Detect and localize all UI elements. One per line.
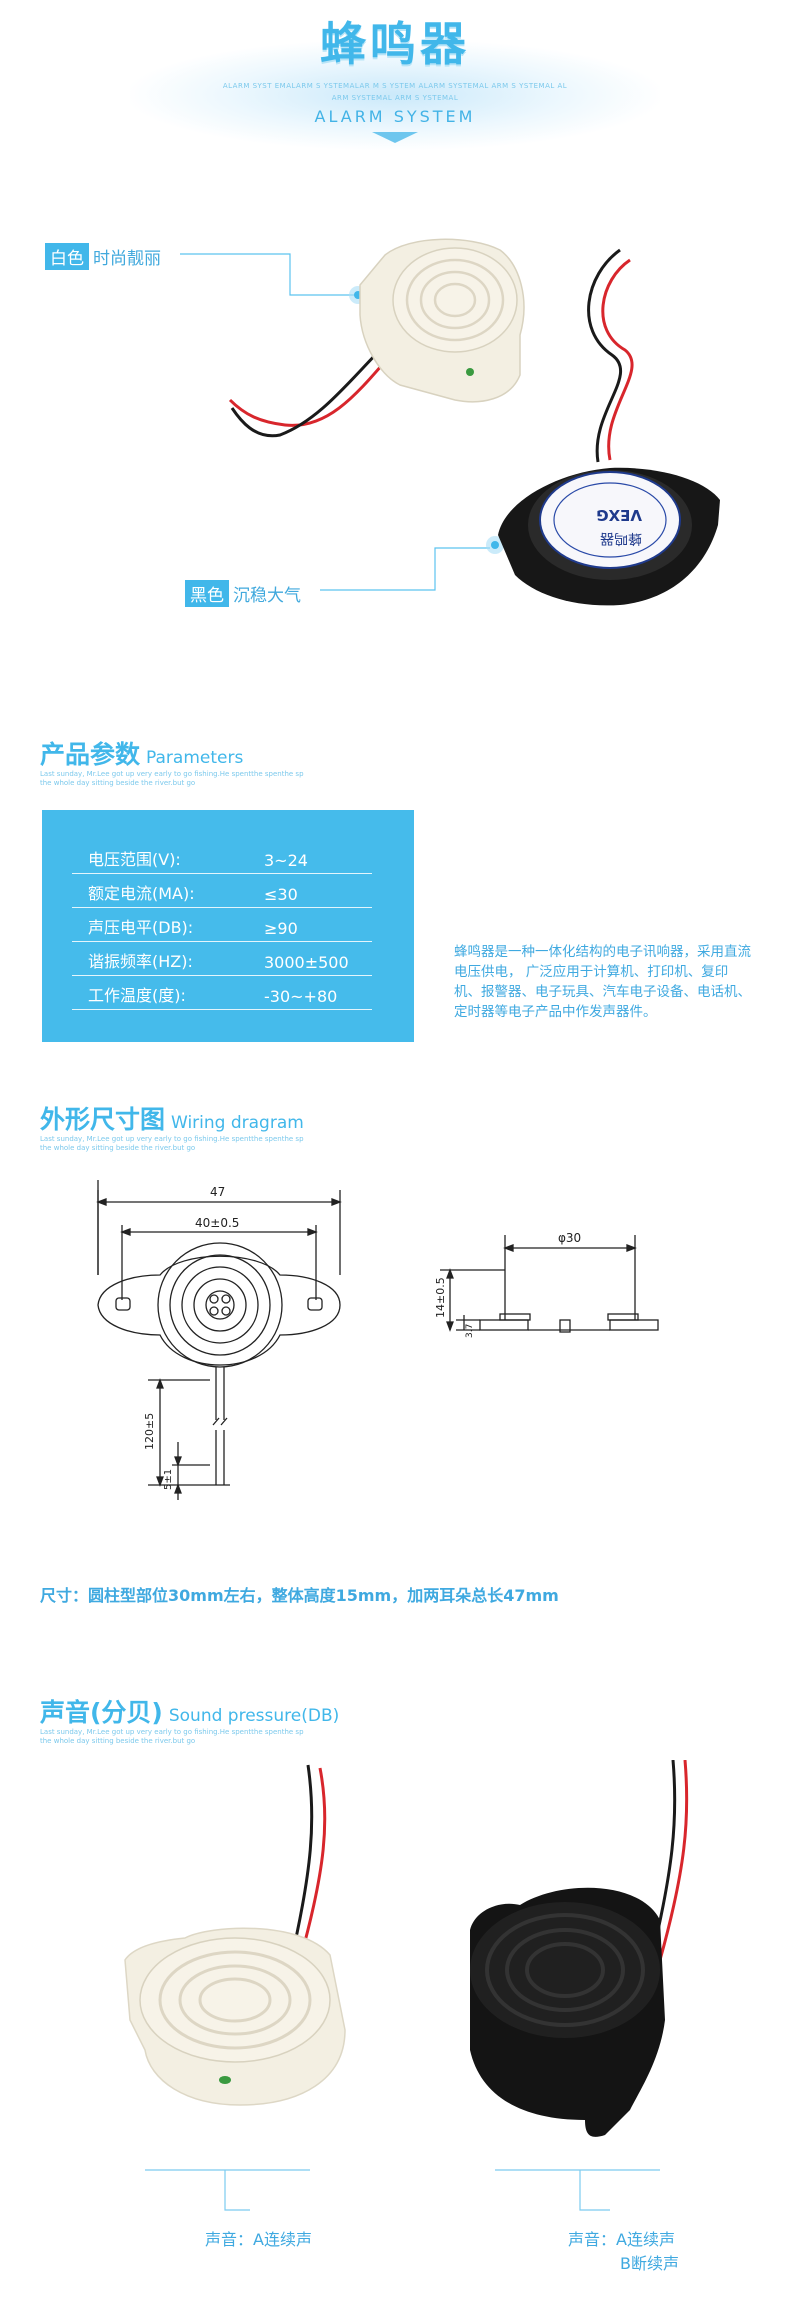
- page-title: 蜂鸣器: [320, 17, 470, 71]
- sound-small-line-1: Last sunday, Mr.Lee got up very early to…: [40, 1728, 304, 1736]
- tag-black-pill: 黑色: [185, 580, 229, 607]
- buzzer-cn: 蜂鸣器: [600, 530, 642, 547]
- sound-photos: [124, 1760, 689, 2211]
- sound-title-cn: 声音(分贝): [40, 1698, 163, 1727]
- sound-small-line-2: the whole day sitting beside the river.b…: [40, 1737, 196, 1745]
- product-photo-pair: VEXG 蜂鸣器: [180, 238, 720, 606]
- sound-small-text: Last sunday, Mr.Lee got up very early to…: [40, 1728, 320, 1746]
- sound-title-en: Sound pressure(DB): [168, 1706, 340, 1726]
- dimension-drawing: 47 40±0.5 120±5 5±1 φ30 14±0.5 3.7: [96, 1180, 659, 1500]
- dim-lead-length: 120±5: [143, 1413, 156, 1450]
- sound-label-white: 声音：A连续声: [205, 2230, 312, 2249]
- header-glow: [130, 40, 660, 150]
- header-tiny-text: ALARM SYST EMALARM S YSTEMALAR M S YSTEM…: [222, 82, 568, 90]
- sound-heading: 声音(分贝)Sound pressure(DB): [40, 1693, 339, 1729]
- dim-diameter: φ30: [558, 1231, 581, 1245]
- dim-hole-span: 40±0.5: [195, 1216, 239, 1230]
- param-value: -30~+80: [264, 987, 338, 1006]
- param-value: 3000±500: [264, 953, 349, 972]
- chevron-down-icon: [372, 132, 418, 143]
- dim-total-width: 47: [210, 1185, 225, 1199]
- param-key: 电压范围(V):: [88, 850, 181, 869]
- params-table: 电压范围(V): 3~24 额定电流(MA): ≤30 声压电平(DB): ≥9…: [42, 810, 414, 1042]
- size-note: 尺寸：圆柱型部位30mm左右，整体高度15mm，加两耳朵总长47mm: [40, 1586, 559, 1605]
- header-subtitle: ALARM SYSTEM: [314, 107, 476, 126]
- param-key: 谐振频率(HZ):: [88, 952, 193, 971]
- dim-base: 3.7: [465, 1324, 475, 1338]
- param-row: 工作温度(度): -30~+80: [72, 976, 372, 1010]
- params-title-en: Parameters: [146, 748, 244, 768]
- param-row: 额定电流(MA): ≤30: [72, 874, 372, 908]
- params-title-cn: 产品参数: [40, 740, 141, 769]
- param-value: 3~24: [264, 851, 308, 870]
- param-row: 谐振频率(HZ): 3000±500: [72, 942, 372, 976]
- wiring-small-line-2: the whole day sitting beside the river.b…: [40, 1144, 196, 1152]
- param-row: 电压范围(V): 3~24: [72, 840, 372, 874]
- param-row: 声压电平(DB): ≥90: [72, 908, 372, 942]
- param-value: ≤30: [264, 885, 298, 904]
- product-description: 蜂鸣器是一种一体化结构的电子讯响器，采用直流电压供电， 广泛应用于计算机、打印机…: [454, 944, 751, 1020]
- param-value: ≥90: [264, 919, 298, 938]
- buzzer-brand: VEXG: [596, 506, 642, 524]
- sound-label-black-2: B断续声: [620, 2254, 679, 2273]
- tag-white-text: 时尚靓丽: [93, 249, 161, 269]
- wiring-small-text: Last sunday, Mr.Lee got up very early to…: [40, 1135, 320, 1153]
- dim-height: 14±0.5: [434, 1277, 447, 1318]
- tag-white-pill: 白色: [45, 243, 89, 270]
- wiring-small-line-1: Last sunday, Mr.Lee got up very early to…: [40, 1135, 304, 1143]
- sound-label-black: 声音：A连续声: [568, 2230, 675, 2249]
- tag-white: 白色 时尚靓丽: [45, 243, 161, 270]
- param-key: 额定电流(MA):: [88, 884, 195, 903]
- wiring-title-en: Wiring dragram: [171, 1113, 304, 1133]
- param-key: 工作温度(度):: [88, 986, 186, 1005]
- params-small-line-1: Last sunday, Mr.Lee got up very early to…: [40, 770, 304, 778]
- dim-lead-strip: 5±1: [163, 1469, 174, 1490]
- wiring-title-cn: 外形尺寸图: [40, 1105, 166, 1134]
- params-small-text: Last sunday, Mr.Lee got up very early to…: [40, 770, 320, 788]
- tag-black: 黑色 沉稳大气: [185, 580, 301, 607]
- header-tiny-text-2: ARM SYSTEMAL ARM S YSTEMAL: [331, 94, 459, 102]
- params-small-line-2: the whole day sitting beside the river.b…: [40, 779, 196, 787]
- tag-black-text: 沉稳大气: [233, 586, 301, 606]
- param-key: 声压电平(DB):: [88, 918, 194, 937]
